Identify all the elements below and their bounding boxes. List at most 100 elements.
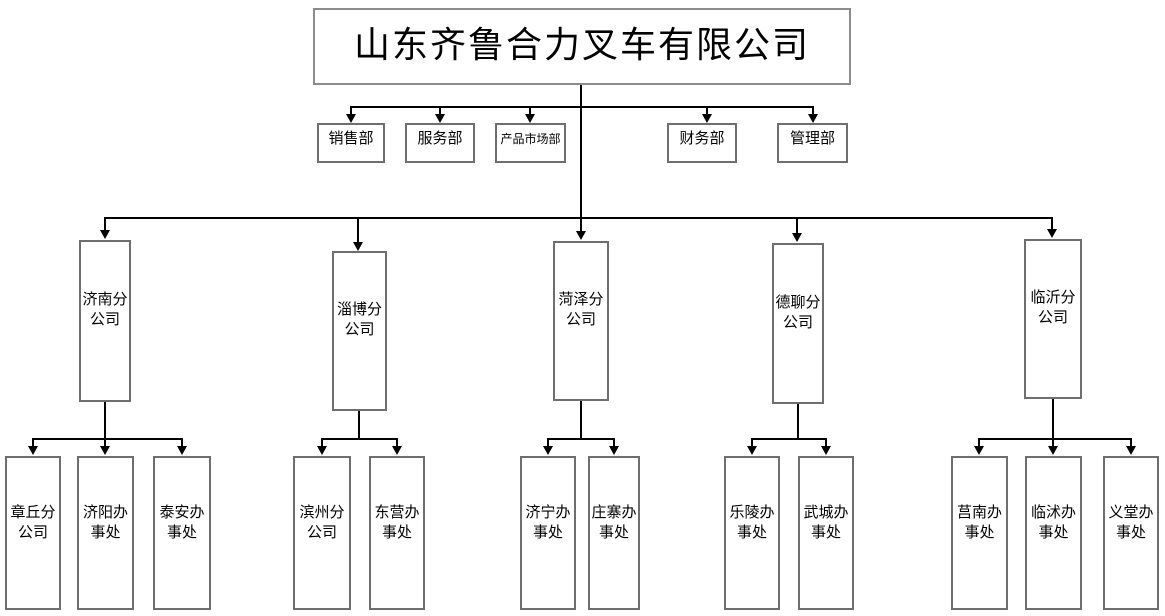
connector-child-drop xyxy=(1130,438,1132,447)
arrowhead-down-icon xyxy=(317,446,327,455)
connector-child-drop xyxy=(181,438,183,447)
org-node-dongying-office: 东营办事处 xyxy=(369,456,425,610)
arrowhead-down-icon xyxy=(435,114,445,123)
connector-branch-drop xyxy=(796,217,798,234)
connector-branch-drop xyxy=(104,217,106,231)
org-node-root: 山东齐鲁合力叉车有限公司 xyxy=(313,8,851,85)
arrowhead-down-icon xyxy=(808,114,818,123)
org-node-label: 泰安办事处 xyxy=(159,503,205,541)
arrowhead-down-icon xyxy=(353,242,363,251)
connector-child-drop xyxy=(104,438,106,447)
connector-child-rail xyxy=(33,438,182,440)
org-node-leling-office: 乐陵办事处 xyxy=(724,456,780,610)
arrowhead-down-icon xyxy=(100,230,110,239)
arrowhead-down-icon xyxy=(792,233,802,242)
connector-branch-drop xyxy=(357,217,359,243)
org-node-label: 庄寨办事处 xyxy=(591,503,637,541)
arrowhead-down-icon xyxy=(28,446,38,455)
org-node-label: 管理部 xyxy=(789,129,835,147)
arrowhead-down-icon xyxy=(821,446,831,455)
org-node-label: 临沂分公司 xyxy=(1030,288,1076,326)
org-node-finance-dept: 财务部 xyxy=(667,123,737,163)
org-node-label: 滨州分公司 xyxy=(299,503,345,541)
arrowhead-down-icon xyxy=(974,446,984,455)
org-node-label: 服务部 xyxy=(417,129,463,147)
connector-root-trunk xyxy=(580,85,582,219)
org-node-label: 章丘分公司 xyxy=(10,503,56,541)
org-node-label: 财务部 xyxy=(679,129,725,147)
org-node-label: 莒南办事处 xyxy=(956,503,1002,541)
connector-branch-rail xyxy=(105,217,1053,219)
arrowhead-down-icon xyxy=(100,446,110,455)
arrowhead-down-icon xyxy=(543,446,553,455)
connector-child-drop xyxy=(825,438,827,447)
arrowhead-down-icon xyxy=(576,231,586,240)
org-node-taian-office: 泰安办事处 xyxy=(153,456,211,610)
arrowhead-down-icon xyxy=(609,446,619,455)
org-node-label: 东营办事处 xyxy=(374,503,420,541)
org-node-management-dept: 管理部 xyxy=(777,123,848,163)
connector-child-drop xyxy=(547,438,549,447)
connector-child-rail xyxy=(752,438,826,440)
org-node-heze-branch: 菏泽分公司 xyxy=(553,241,609,401)
connector-child-drop xyxy=(613,438,615,447)
connector-child-drop xyxy=(1052,438,1054,447)
org-node-jinan-branch: 济南分公司 xyxy=(79,240,131,402)
connector-child-trunk xyxy=(358,411,360,439)
org-node-deliao-branch: 德聊分公司 xyxy=(772,243,824,404)
connector-child-trunk xyxy=(580,401,582,439)
arrowhead-down-icon xyxy=(747,446,757,455)
connector-child-trunk xyxy=(797,404,799,439)
connector-child-trunk xyxy=(104,402,106,439)
connector-child-rail xyxy=(979,438,1131,440)
org-node-label: 菏泽分公司 xyxy=(558,290,604,328)
org-node-jining-office: 济宁办事处 xyxy=(520,456,576,610)
org-node-label: 济阳办事处 xyxy=(82,503,128,541)
org-node-label: 义堂办事处 xyxy=(1108,503,1154,541)
connector-child-drop xyxy=(978,438,980,447)
org-node-zhuangzhai-office: 庄寨办事处 xyxy=(588,456,640,610)
org-node-zibo-branch: 淄博分公司 xyxy=(332,251,387,411)
connector-branch-drop xyxy=(580,217,582,232)
org-node-label: 淄博分公司 xyxy=(336,300,382,338)
arrowhead-down-icon xyxy=(1126,446,1136,455)
connector-child-rail xyxy=(548,438,614,440)
connector-dept-drop xyxy=(350,106,352,115)
connector-dept-rail xyxy=(351,106,813,108)
org-node-label: 济宁办事处 xyxy=(525,503,571,541)
connector-child-drop xyxy=(751,438,753,447)
org-node-label: 乐陵办事处 xyxy=(729,503,775,541)
connector-child-drop xyxy=(32,438,34,447)
arrowhead-down-icon xyxy=(525,114,535,123)
org-node-binzhou-branch: 滨州分公司 xyxy=(293,456,351,610)
arrowhead-down-icon xyxy=(1047,229,1057,238)
org-node-sales-dept: 销售部 xyxy=(317,123,385,163)
connector-dept-drop xyxy=(706,106,708,115)
org-node-product-market-dept: 产品市场部 xyxy=(495,123,566,163)
connector-branch-drop xyxy=(1051,217,1053,230)
org-node-label: 武城办事处 xyxy=(803,503,849,541)
arrowhead-down-icon xyxy=(702,114,712,123)
org-node-label: 济南分公司 xyxy=(82,290,128,328)
org-node-label: 临沭办事处 xyxy=(1030,503,1076,541)
org-node-label: 德聊分公司 xyxy=(775,292,821,331)
org-node-linshu-office: 临沭办事处 xyxy=(1025,456,1082,610)
org-node-label: 产品市场部 xyxy=(500,132,561,146)
connector-child-rail xyxy=(322,438,397,440)
arrowhead-down-icon xyxy=(392,446,402,455)
org-node-zhangqiu-branch: 章丘分公司 xyxy=(5,456,61,610)
org-node-service-dept: 服务部 xyxy=(405,123,475,163)
connector-child-drop xyxy=(396,438,398,447)
org-node-wucheng-office: 武城办事处 xyxy=(798,456,854,610)
org-node-label: 销售部 xyxy=(328,129,374,147)
connector-dept-drop xyxy=(812,106,814,115)
connector-child-trunk xyxy=(1052,399,1054,439)
org-node-linyi-branch: 临沂分公司 xyxy=(1024,239,1082,399)
org-node-yitang-office: 义堂办事处 xyxy=(1103,456,1159,610)
arrowhead-down-icon xyxy=(177,446,187,455)
connector-dept-drop xyxy=(439,106,441,115)
connector-child-drop xyxy=(321,438,323,447)
org-node-junan-office: 莒南办事处 xyxy=(951,456,1008,610)
connector-dept-drop xyxy=(529,106,531,115)
